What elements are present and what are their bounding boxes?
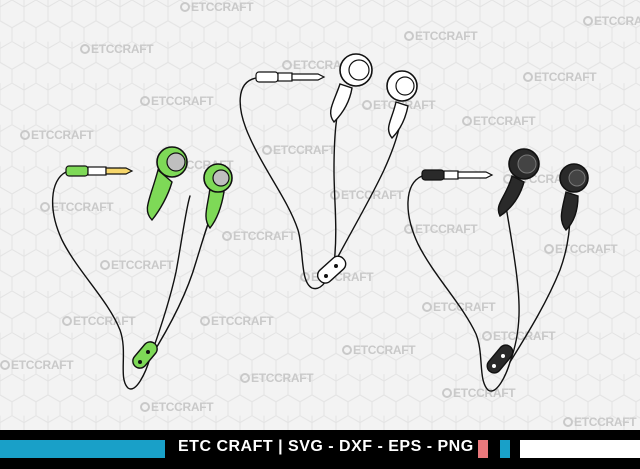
watermark-text: ETCCRAFT — [222, 229, 296, 243]
watermark-circle-icon — [422, 302, 432, 312]
watermark-text: ETCCRAFT — [140, 400, 214, 414]
watermark-circle-icon — [404, 224, 414, 234]
watermark-circle-icon — [100, 260, 110, 270]
watermark-text: ETCCRAFT — [262, 143, 336, 157]
watermark-circle-icon — [462, 116, 472, 126]
watermark-text: ETCCRAFT — [40, 200, 114, 214]
footer-accent-bar-left — [0, 440, 165, 458]
watermark-text: ETCCRAFT — [200, 314, 274, 328]
watermark-text: ETCCRAFT — [482, 329, 556, 343]
watermark-text: ETCCRAFT — [80, 42, 154, 56]
watermark-text: ETCCRAFT — [62, 314, 136, 328]
watermark-text: ETCCRAFT — [404, 222, 478, 236]
watermark-circle-icon — [80, 44, 90, 54]
watermark-text: ETCCRAFT — [240, 371, 314, 385]
watermark-text: ETCCRAFT — [404, 29, 478, 43]
watermark-circle-icon — [362, 100, 372, 110]
watermark-circle-icon — [442, 388, 452, 398]
watermark-text: ETCCRAFT — [523, 70, 597, 84]
watermark-text: ETCCRAFT — [422, 300, 496, 314]
watermark-circle-icon — [583, 16, 593, 26]
watermark-circle-icon — [544, 244, 554, 254]
watermark-circle-icon — [20, 130, 30, 140]
footer-banner: ETC CRAFT | SVG - DXF - EPS - PNG — [0, 430, 640, 469]
watermark-text: ETCCRAFT — [462, 114, 536, 128]
footer-accent-bar-right — [520, 440, 640, 458]
hexagon-background-pattern — [0, 0, 640, 430]
earphones-black-icon — [407, 148, 589, 392]
earphones-green-icon — [52, 146, 233, 390]
footer-square-pink — [478, 440, 488, 458]
watermark-circle-icon — [563, 417, 573, 427]
watermark-circle-icon — [404, 31, 414, 41]
watermark-circle-icon — [140, 96, 150, 106]
watermark-text: ETCCRAFT — [20, 128, 94, 142]
watermark-circle-icon — [140, 402, 150, 412]
watermark-text: ETCCRAFT — [563, 415, 637, 429]
watermark-circle-icon — [342, 345, 352, 355]
watermark-text: ETCCRAFT — [544, 242, 618, 256]
watermark-circle-icon — [262, 145, 272, 155]
watermark-text: ETCCRAFT — [140, 94, 214, 108]
watermark-circle-icon — [222, 231, 232, 241]
watermark-circle-icon — [300, 272, 310, 282]
watermark-text: ETCCRAFT — [342, 343, 416, 357]
watermark-text: ETCCRAFT — [180, 0, 254, 14]
watermark-circle-icon — [40, 202, 50, 212]
watermark-circle-icon — [62, 316, 72, 326]
watermark-circle-icon — [482, 331, 492, 341]
watermark-circle-icon — [240, 373, 250, 383]
footer-title: ETC CRAFT | SVG - DXF - EPS - PNG — [178, 438, 474, 455]
watermark-circle-icon — [0, 360, 10, 370]
watermark-text: ETCCRAFT — [0, 358, 74, 372]
watermark-text: ETCCRAFT — [100, 258, 174, 272]
watermark-text: ETCCRAFT — [583, 14, 640, 28]
watermark-circle-icon — [523, 72, 533, 82]
watermark-circle-icon — [282, 60, 292, 70]
watermark-circle-icon — [180, 2, 190, 12]
watermark-text: ETCCRAFT — [442, 386, 516, 400]
watermark-circle-icon — [200, 316, 210, 326]
earphones-white-icon — [239, 53, 418, 290]
product-preview: ETCCRAFT ETCCRAFT ETCCRAFT ETCCRAFT ETCCRAFT… — [0, 0, 640, 430]
footer-square-cyan — [500, 440, 510, 458]
